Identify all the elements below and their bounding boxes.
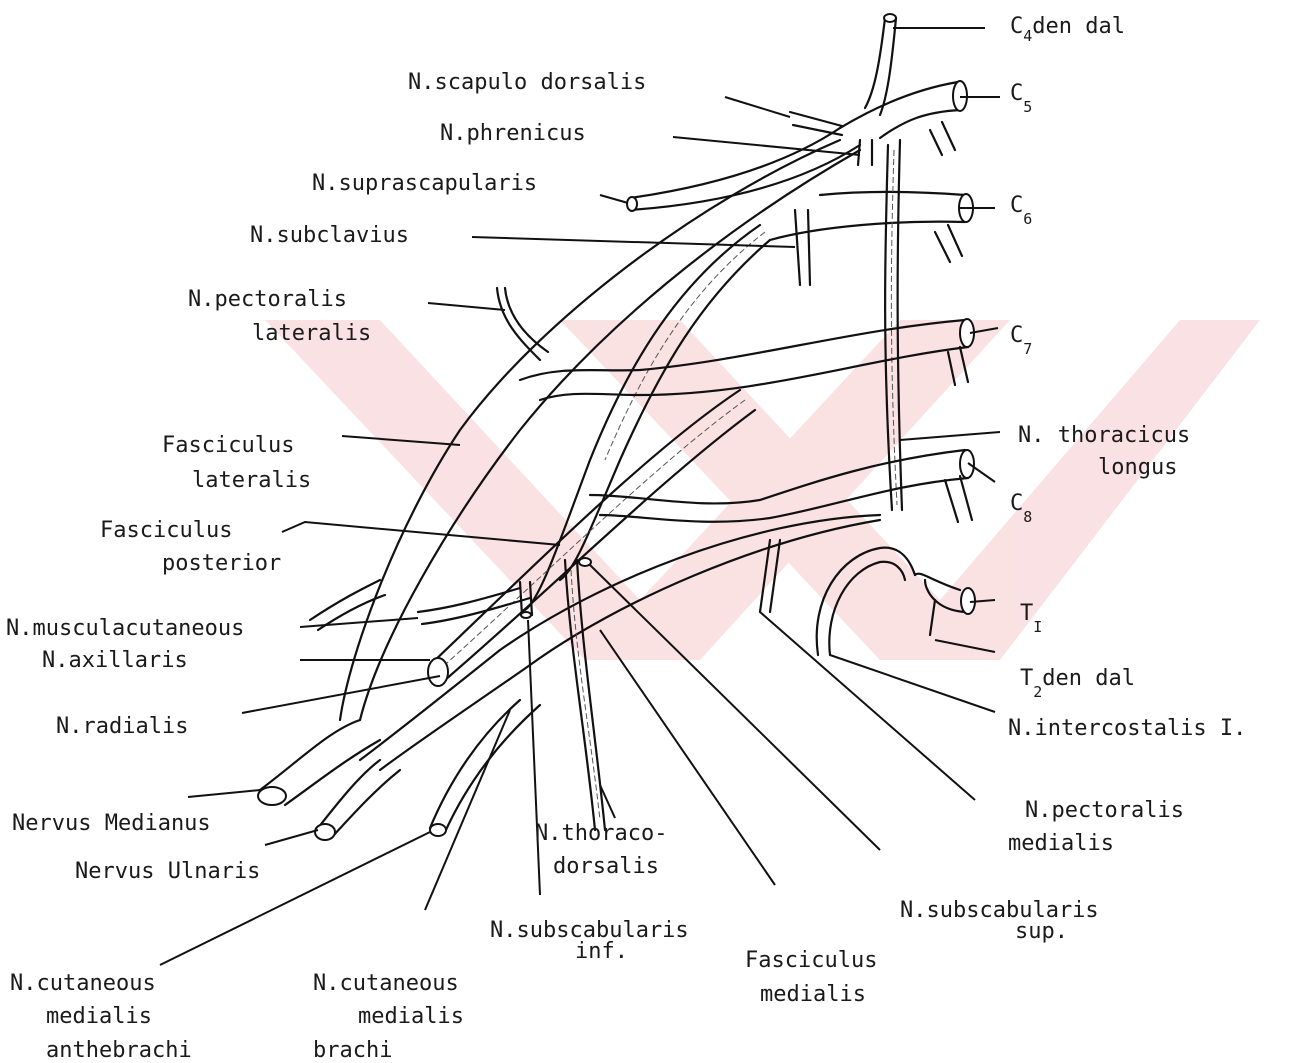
label-suprascapularis: N.suprascapularis	[312, 171, 537, 196]
label-fasciculus-lateralis-2: lateralis	[192, 468, 311, 493]
label-t2: T2den dal	[1020, 666, 1135, 701]
label-c7: C7	[1010, 323, 1032, 358]
label-cutaneous-brachi-2: medialis	[358, 1004, 464, 1029]
label-pectoralis-medialis-1: N.pectoralis	[1025, 798, 1184, 823]
label-subclavius: N.subclavius	[250, 223, 409, 248]
label-thoracodorsalis-2: dorsalis	[553, 854, 659, 879]
label-subscabularis-sup-2: sup.	[1015, 919, 1068, 944]
label-pectoralis-lateralis-1: N.pectoralis	[188, 287, 347, 312]
label-thoracicus-longus-1: N. thoracicus	[1018, 423, 1190, 448]
label-radialis: N.radialis	[56, 714, 188, 739]
label-fasciculus-lateralis-1: Fasciculus	[162, 433, 294, 458]
label-cutaneous-antebrachi-2: medialis	[46, 1004, 152, 1029]
label-thoracicus-longus-2: longus	[1098, 455, 1177, 480]
label-fasciculus-medialis-2: medialis	[760, 982, 866, 1007]
label-fasciculus-posterior-1: Fasciculus	[100, 518, 232, 543]
label-medianus: Nervus Medianus	[12, 811, 211, 836]
label-c4: C4den dal	[1010, 14, 1125, 45]
label-cutaneous-brachi-3: brachi	[313, 1038, 392, 1063]
label-pectoralis-medialis-2: medialis	[1008, 831, 1114, 856]
label-phrenicus: N.phrenicus	[440, 121, 586, 146]
label-cutaneous-brachi-1: N.cutaneous	[313, 971, 459, 996]
label-subscabularis-sup-1: N.subscabularis	[900, 898, 1099, 923]
label-axillaris: N.axillaris	[42, 648, 188, 673]
label-c6: C6	[1010, 193, 1032, 228]
label-cutaneous-antebrachi-1: N.cutaneous	[10, 971, 156, 996]
label-cutaneous-antebrachi-3: anthebrachi	[46, 1038, 192, 1063]
label-pectoralis-lateralis-2: lateralis	[252, 321, 371, 346]
label-thoracodorsalis-1: N.thoraco-	[535, 821, 667, 846]
label-scapulo-dorsalis: N.scapulo dorsalis	[408, 70, 646, 95]
label-musculocutaneous: N.musculacutaneous	[6, 616, 244, 641]
label-fasciculus-posterior-2: posterior	[162, 551, 281, 576]
label-fasciculus-medialis-1: Fasciculus	[745, 948, 877, 973]
label-subscabularis-inf-2: inf.	[575, 939, 628, 964]
watermark	[265, 320, 1260, 660]
label-ulnaris: Nervus Ulnaris	[75, 859, 260, 884]
label-intercostalis: N.intercostalis I.	[1008, 716, 1246, 741]
label-c5: C5	[1010, 81, 1032, 116]
